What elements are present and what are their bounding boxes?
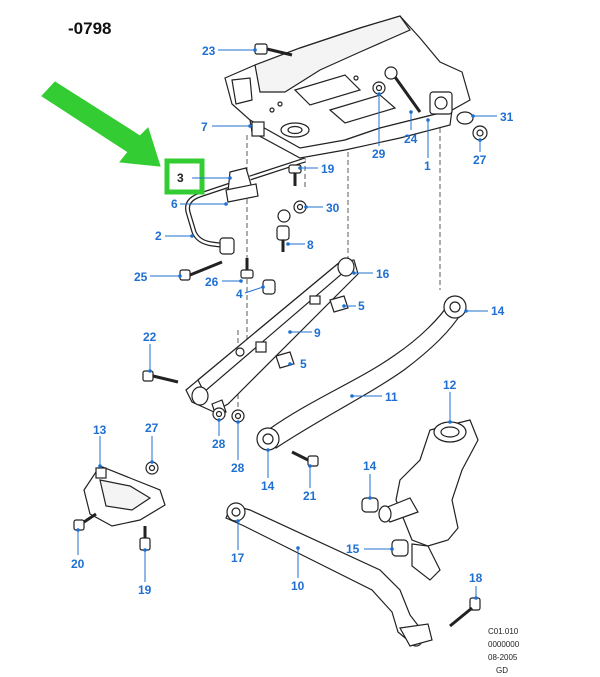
callout-20: 20 [71, 557, 85, 571]
callout-31: 31 [500, 110, 514, 124]
bush-14-knuckle [361, 497, 379, 513]
bush-31 [456, 111, 474, 125]
toe-link [225, 502, 433, 647]
bolt-22 [142, 370, 179, 384]
callout-30: 30 [326, 201, 340, 215]
callout-leaders [76, 48, 497, 600]
callout-1: 1 [424, 159, 431, 173]
callout-14-link: 14 [261, 479, 275, 493]
callout-26: 26 [205, 275, 219, 289]
callout-23: 23 [202, 44, 216, 58]
reference-block: C01.010 0000000 08-2005 GD [488, 627, 520, 675]
callout-18: 18 [469, 571, 483, 585]
callout-5-b: 5 [300, 357, 307, 371]
callout-5-a: 5 [358, 299, 365, 313]
bolt-19-lower [139, 526, 151, 551]
callout-22: 22 [143, 330, 157, 344]
reference-line-2: 0000000 [488, 640, 520, 649]
callout-24: 24 [404, 132, 418, 146]
callout-labels: 23 7 3 6 2 25 26 4 19 30 8 16 5 5 9 14 1… [71, 44, 514, 597]
bolt-26 [240, 258, 254, 279]
callout-9: 9 [314, 326, 321, 340]
bolt-18 [449, 597, 481, 628]
bush-15 [391, 539, 409, 557]
callout-4: 4 [236, 287, 243, 301]
lower-arm [185, 257, 359, 417]
callout-14-knuckle: 14 [363, 459, 377, 473]
bolt-21 [291, 450, 319, 467]
callout-7: 7 [201, 120, 208, 134]
callout-6: 6 [171, 197, 178, 211]
callout-19-lower: 19 [138, 583, 152, 597]
callout-11: 11 [385, 390, 398, 404]
callout-17: 17 [231, 551, 245, 565]
diagram-code: -0798 [68, 19, 111, 38]
callout-27-top: 27 [473, 153, 487, 167]
callout-10: 10 [291, 579, 305, 593]
reference-line-1: C01.010 [488, 627, 519, 636]
callout-14-upper: 14 [491, 304, 505, 318]
callout-28-a: 28 [212, 437, 226, 451]
bolt-24 [384, 66, 422, 113]
bolt-20 [73, 512, 97, 531]
callout-29: 29 [372, 147, 386, 161]
stabilizer-clamp [225, 167, 259, 203]
highlight-box [164, 158, 205, 195]
bracket-13 [83, 465, 166, 527]
stabilizer-link [276, 209, 291, 252]
reference-line-4: GD [496, 666, 508, 675]
reference-line-3: 08-2005 [488, 653, 518, 662]
callout-2: 2 [155, 229, 162, 243]
nut-27-lower [145, 461, 159, 475]
callout-15: 15 [346, 542, 360, 556]
callout-16: 16 [376, 267, 390, 281]
subframe [224, 15, 471, 159]
callout-8: 8 [307, 238, 314, 252]
callout-27-lower: 27 [145, 421, 159, 435]
callout-12: 12 [443, 378, 457, 392]
callout-25: 25 [134, 270, 148, 284]
stabilizer-bar [185, 157, 306, 255]
highlight-arrow [41, 81, 161, 167]
bolt-23 [254, 43, 293, 57]
upper-link [256, 295, 467, 451]
nut-27-top [472, 125, 488, 141]
callout-19-top: 19 [321, 162, 335, 176]
callout-21: 21 [303, 489, 317, 503]
callout-3: 3 [177, 171, 184, 185]
washer-5-b [275, 351, 295, 369]
nut-29 [372, 81, 386, 95]
washer-5-a [329, 295, 349, 313]
callout-13: 13 [93, 423, 107, 437]
callout-28-b: 28 [231, 461, 245, 475]
